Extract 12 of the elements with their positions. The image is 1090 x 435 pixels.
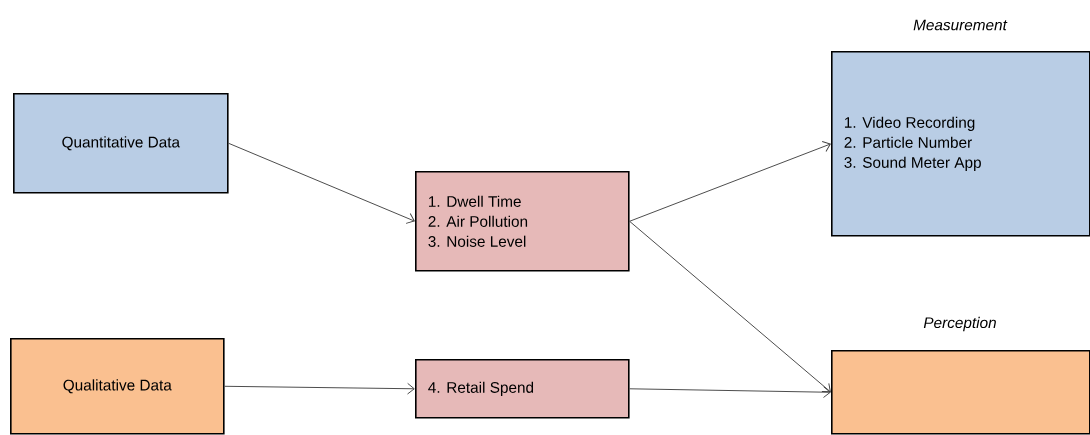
arrow	[228, 142, 415, 224]
box-heading: Measurement	[913, 19, 1008, 31]
arrow	[224, 382, 415, 395]
data-box: Qualitative Data	[10, 338, 225, 435]
list-box: 1. Dwell Time 2. Air Pollution 3. Noise Level	[415, 171, 630, 272]
list-box: 1. Video Recording 2. Particle Number 3. Sound Meter App	[831, 51, 1090, 237]
arrow	[629, 386, 831, 398]
list-box: 4. Retail Spend	[415, 359, 630, 419]
arrow	[629, 141, 831, 222]
box-heading: Perception	[923, 316, 996, 332]
data-box: Quantitative Data	[13, 93, 229, 194]
arrow	[629, 220, 831, 393]
